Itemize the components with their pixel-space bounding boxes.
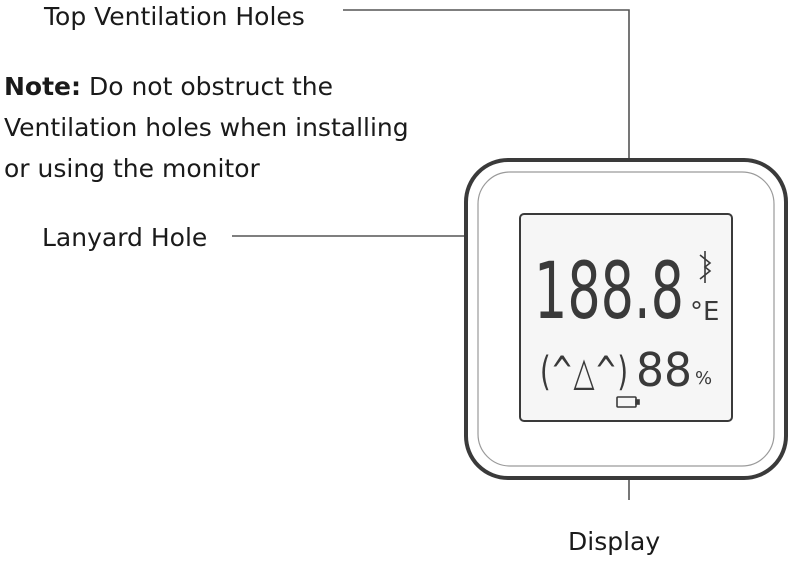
- temperature-unit: °E: [690, 297, 719, 327]
- note-text: Do not obstruct the Ventilation holes wh…: [4, 72, 409, 183]
- note-prefix: Note:: [4, 72, 82, 101]
- comfort-face-indicator: (^△^): [540, 349, 628, 395]
- monitor-body-inner-rim: [477, 171, 775, 467]
- battery-icon: [616, 396, 640, 408]
- top-ventilation-holes-label: Top Ventilation Holes: [44, 2, 305, 31]
- temperature-digits: 188.8: [534, 247, 684, 337]
- top-vents-leader-line: [343, 9, 630, 160]
- installation-note: Note: Do not obstruct the Ventilation ho…: [4, 66, 434, 189]
- display-label: Display: [568, 527, 661, 556]
- lcd-screen: [519, 213, 733, 422]
- lanyard-hole-label: Lanyard Hole: [42, 223, 208, 252]
- bluetooth-icon: [699, 251, 712, 283]
- humidity-digits: 88: [636, 343, 692, 397]
- humidity-unit: %: [695, 368, 712, 389]
